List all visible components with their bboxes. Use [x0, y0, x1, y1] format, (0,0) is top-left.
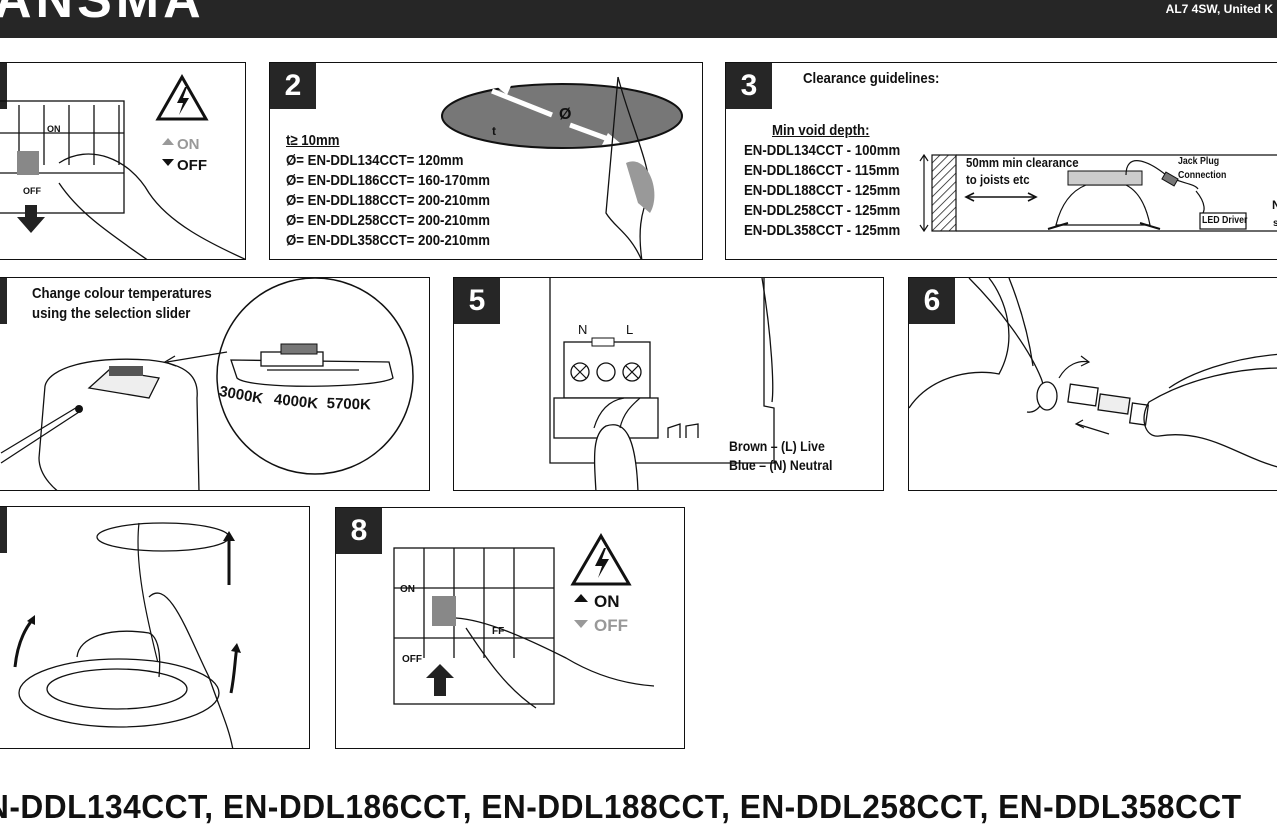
brand-logo: ANSMA — [0, 0, 205, 30]
panel-8-on-text: ON — [594, 592, 620, 612]
step-7-panel — [0, 506, 310, 749]
panel-1-on-text: ON — [177, 135, 200, 155]
diagram-label-diameter: Ø — [559, 105, 571, 125]
edge-text-1: N — [1272, 195, 1277, 215]
step-4-panel: Change colour temperatures using the sel… — [0, 277, 430, 491]
switch-label-on: ON — [47, 119, 61, 139]
jack-plug-label-1: Jack Plug — [1178, 155, 1219, 168]
switch-label-on-8: ON — [400, 580, 415, 600]
temp-label-5700k: 5700K — [326, 394, 371, 416]
consumer-unit-illustration — [0, 63, 246, 260]
jack-plug-label-2: Connection — [1178, 169, 1226, 182]
clearance-note-2: to joists etc — [966, 170, 1030, 190]
company-address: AL7 4SW, United K — [1166, 2, 1273, 16]
colour-slider-illustration — [0, 278, 430, 491]
cutout-line-186: Ø= EN-DDL186CCT= 160-170mm — [286, 171, 490, 191]
blue-wire-label: Blue – (N) Neutral — [729, 455, 832, 475]
header-bar: ANSMA AL7 4SW, United K — [0, 0, 1277, 38]
diagram-label-t: t — [492, 121, 496, 141]
consumer-unit-on-illustration — [336, 508, 685, 749]
switch-label-off-8: OFF — [402, 650, 422, 670]
terminal-n-label: N — [578, 320, 587, 340]
cutout-line-258: Ø= EN-DDL258CCT= 200-210mm — [286, 211, 490, 231]
brown-wire-label: Brown – (L) Live — [729, 436, 825, 456]
switch-label-partial-8: FF — [492, 622, 504, 642]
jack-plug-connection-illustration — [909, 278, 1277, 491]
cutout-line-358: Ø= EN-DDL358CCT= 200-210mm — [286, 231, 490, 251]
step-5-panel: 5 N L Brown – (L) Live Blue – (N) Neutra… — [453, 277, 884, 491]
panel-1-off-text: OFF — [177, 156, 207, 176]
edge-text-2: s — [1273, 214, 1277, 234]
model-list-footer: N-DDL134CCT, EN-DDL186CCT, EN-DDL188CCT,… — [0, 788, 1242, 826]
step-8-panel: 8 ON OFF ON OFF FF — [335, 507, 685, 749]
cutout-size-list: t≥ 10mm Ø= EN-DDL134CCT= 120mm Ø= EN-DDL… — [286, 131, 490, 251]
terminal-l-label: L — [626, 320, 633, 340]
fitting-illustration — [0, 507, 310, 749]
step-6-panel: 6 — [908, 277, 1277, 491]
thickness-line: t≥ 10mm — [286, 131, 490, 151]
cutout-line-134: Ø= EN-DDL134CCT= 120mm — [286, 151, 490, 171]
cutout-line-188: Ø= EN-DDL188CCT= 200-210mm — [286, 191, 490, 211]
panel-8-off-text: OFF — [594, 616, 628, 636]
step-2-panel: 2 t Ø t≥ 10mm Ø= EN-DDL134CCT= 120mm Ø= … — [269, 62, 703, 260]
step-1-panel: ON OFF ON OFF — [0, 62, 246, 260]
led-driver-label: LED Driver — [1202, 214, 1247, 227]
step-3-panel: 3 Clearance guidelines: Min void depth: … — [725, 62, 1277, 260]
switch-label-off: OFF — [23, 181, 41, 201]
